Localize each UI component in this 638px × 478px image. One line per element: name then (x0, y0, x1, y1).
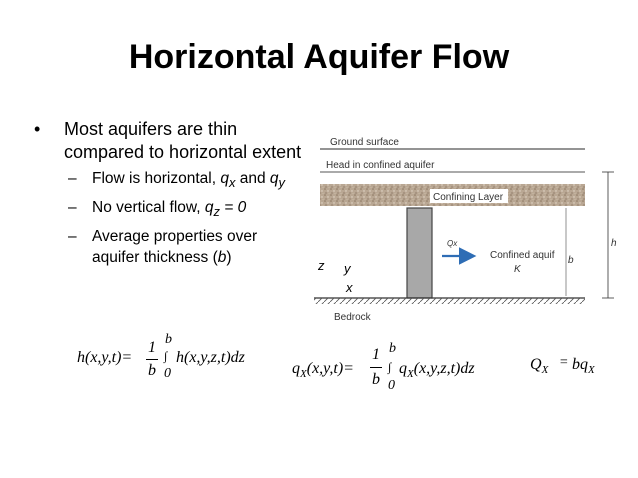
eq1-fraction-numerator: 1 (148, 339, 156, 356)
eq2-integrand: qX(x,y,z,t)dz (399, 360, 475, 380)
eq3-rhs-sub: X (588, 364, 595, 377)
x-axis-label: x (345, 280, 353, 295)
dash-icon: – (68, 199, 77, 217)
eq2-fraction-numerator: 1 (372, 346, 380, 363)
aquifer-diagram: Ground surface Head in confined aquifer … (314, 137, 617, 323)
eq2-lhs-q: q (292, 360, 300, 377)
qx-subscript: x (228, 175, 236, 191)
thickness-symbol: b (217, 249, 227, 267)
slide-title: Horizontal Aquifer Flow (128, 38, 510, 76)
bedrock-label: Bedrock (334, 312, 372, 323)
head-h-label: h (611, 238, 617, 249)
bullet-dot-icon: • (34, 119, 41, 139)
eq2-integrand-rest: (x,y,z,t)dz (413, 360, 475, 377)
eq3-Q: Q (530, 356, 542, 373)
sub-bullet-text: No vertical flow, (92, 199, 205, 217)
qy-subscript: y (278, 175, 285, 191)
qz-symbol: q (204, 199, 214, 217)
eq2-lhs: qX(x,y,t)= (292, 360, 354, 380)
eq3-rhs: bqX (572, 356, 595, 376)
bullet-list: • Most aquifers are thin compared to hor… (28, 118, 308, 268)
eq1-lhs: h(x,y,t)= (77, 349, 133, 366)
eq2-lower-limit: 0 (388, 378, 395, 393)
eq3-Q-sub: X (541, 364, 549, 377)
ground-surface-label: Ground surface (330, 137, 399, 148)
qz-value: = 0 (219, 199, 247, 217)
sub-bullet-no-vertical-flow: – No vertical flow, qz = 0 (28, 197, 308, 222)
eq2-upper-limit: b (389, 341, 396, 356)
bullet-item-thin-aquifers: • Most aquifers are thin compared to hor… (28, 118, 308, 164)
eq2-fraction-denominator: b (372, 371, 380, 388)
qz-subscript: z (213, 204, 220, 220)
and-text: and (235, 170, 270, 187)
dash-icon: – (68, 170, 77, 187)
bullet-text: Most aquifers are thin compared to horiz… (64, 119, 302, 162)
thickness-label: b (568, 255, 574, 266)
eq2-fraction-bar (370, 367, 382, 368)
eq3-lhs: QX (530, 356, 548, 376)
hydraulic-conductivity-label: K (514, 264, 522, 275)
qx-label: Qx (447, 239, 458, 248)
sub-bullet-average-properties: – Average properties over aquifer thickn… (28, 226, 308, 268)
qy-symbol: q (269, 170, 279, 187)
eq1-fraction-denominator: b (148, 362, 156, 379)
eq1-fraction-bar (146, 359, 158, 360)
z-axis-label: z (317, 258, 325, 273)
well-casing (406, 207, 433, 299)
eq2-lhs-sub: X (300, 368, 307, 381)
head-label: Head in confined aquifer (326, 160, 435, 171)
dash-icon: – (68, 228, 77, 246)
y-axis-label: y (343, 261, 352, 276)
eq1-upper-limit: b (165, 332, 172, 347)
eq3-rhs-bq: bq (572, 356, 588, 373)
sub-bullet-text: Average properties over aquifer thicknes… (92, 228, 258, 267)
confining-layer-label-box (430, 189, 508, 203)
eq2-integral-sign: ∫ (388, 360, 392, 374)
confining-layer-label: Confining Layer (433, 192, 504, 203)
sub-bullet-text: Flow is horizontal, (92, 170, 221, 187)
bedrock-hatching (314, 298, 585, 304)
eq3-equals: = (559, 355, 569, 370)
sub-bullet-flow-horizontal: – Flow is horizontal, qx and qy (28, 168, 308, 193)
eq2-lhs-rest: (x,y,t)= (306, 360, 354, 377)
close-paren: ) (226, 249, 232, 267)
confined-aquifer-label: Confined aquif (490, 250, 555, 261)
eq1-lower-limit: 0 (164, 366, 171, 381)
eq2-integrand-q: q (399, 360, 407, 377)
eq2-integrand-sub: X (407, 368, 414, 381)
qx-symbol: q (220, 170, 229, 187)
eq1-integrand: h(x,y,z,t)dz (176, 349, 245, 366)
eq1-integral-sign: ∫ (164, 349, 168, 363)
